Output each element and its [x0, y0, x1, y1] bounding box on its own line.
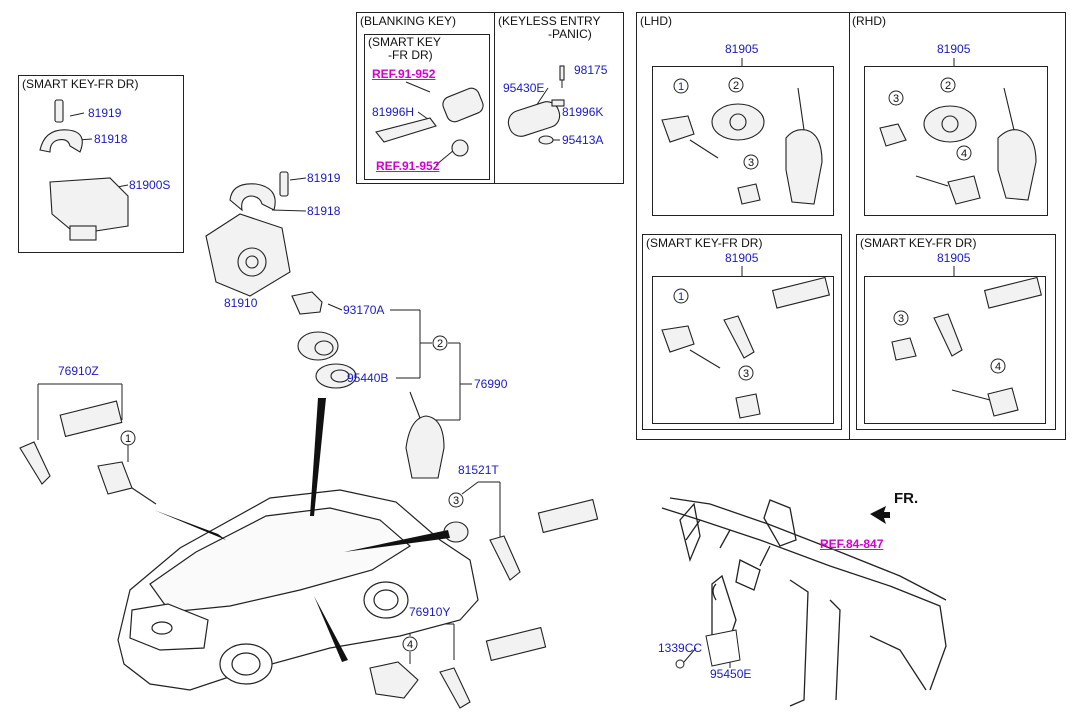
part-81919-label[interactable]: 81919	[88, 106, 122, 120]
blanking-key-heading: (BLANKING KEY)	[360, 14, 457, 28]
callout-1: 1	[125, 433, 131, 445]
lhd-parts-box	[652, 66, 834, 216]
fr-arrow-icon	[870, 506, 890, 524]
lhd-smart-key-parts-box	[652, 276, 834, 424]
callout-3: 3	[453, 495, 459, 507]
part-93170a-label[interactable]: 93170A	[343, 303, 385, 317]
callout-2-lhd: 2	[733, 80, 739, 92]
callout-1-lhd-sk: 1	[678, 291, 684, 303]
part-81521t-label[interactable]: 81521T	[458, 463, 499, 477]
callout-3-rhd-sk: 3	[898, 313, 904, 325]
part-81919-label-2[interactable]: 81919	[307, 171, 341, 185]
part-95430e-label[interactable]: 95430E	[503, 81, 545, 95]
rhd-parts-box	[864, 66, 1048, 216]
lhd-rhd-panel	[636, 12, 1066, 440]
callout-1-lhd: 1	[678, 81, 684, 93]
callout-4: 4	[407, 639, 413, 651]
part-81905-lhd-label[interactable]: 81905	[725, 42, 759, 56]
callout-2: 2	[437, 338, 443, 350]
part-95450e-label[interactable]: 95450E	[710, 667, 752, 681]
part-81910-label[interactable]: 81910	[224, 296, 258, 310]
smart-key-fr-dr-heading: (SMART KEY-FR DR)	[22, 77, 139, 91]
part-81918-label[interactable]: 81918	[94, 132, 128, 146]
keyless-entry-heading: (KEYLESS ENTRY -PANIC)	[498, 14, 601, 41]
part-81918-label-2[interactable]: 81918	[307, 204, 341, 218]
part-76910y-label[interactable]: 76910Y	[409, 605, 451, 619]
callout-4-rhd-sk: 4	[995, 361, 1001, 373]
part-81905-rhd-label[interactable]: 81905	[937, 42, 971, 56]
rhd-heading: (RHD)	[852, 14, 886, 28]
smart-key-fr-dr-panel	[18, 75, 184, 253]
blanking-keyless-panel	[356, 12, 624, 184]
part-76910z-label[interactable]: 76910Z	[58, 364, 99, 378]
keyless-divider	[494, 12, 495, 184]
part-81996h-label[interactable]: 81996H	[372, 105, 415, 119]
lhd-smart-key-heading: (SMART KEY-FR DR)	[646, 236, 763, 250]
callout-3-lhd-sk: 3	[743, 368, 749, 380]
ref-84-847-link[interactable]: REF.84-847	[820, 537, 884, 551]
part-98175-label[interactable]: 98175	[574, 63, 608, 77]
rhd-smart-key-heading: (SMART KEY-FR DR)	[860, 236, 977, 250]
front-direction-label: FR.	[894, 490, 919, 507]
part-81905-lhd-smart-key-label[interactable]: 81905	[725, 251, 759, 265]
part-95413a-label[interactable]: 95413A	[562, 133, 604, 147]
part-1339cc-label[interactable]: 1339CC	[658, 641, 703, 655]
ref-91-952-link-2[interactable]: REF.91-952	[376, 159, 440, 173]
callout-3-rhd: 3	[893, 93, 899, 105]
part-81996k-label[interactable]: 81996K	[562, 105, 604, 119]
callout-4-rhd: 4	[961, 148, 967, 160]
lhd-heading: (LHD)	[640, 14, 672, 28]
part-95440b-label[interactable]: 95440B	[347, 371, 389, 385]
callout-2-rhd: 2	[945, 80, 951, 92]
part-76990-label[interactable]: 76990	[474, 377, 508, 391]
part-81905-rhd-smart-key-label[interactable]: 81905	[937, 251, 971, 265]
blanking-smart-key-heading: (SMART KEY -FR DR)	[368, 35, 441, 62]
lhd-smart-key-panel	[642, 234, 842, 430]
part-81900s-label[interactable]: 81900S	[129, 178, 171, 192]
callout-3-lhd: 3	[748, 157, 754, 169]
rhd-smart-key-panel	[856, 234, 1056, 430]
rhd-smart-key-parts-box	[864, 276, 1046, 424]
blanking-inner-panel	[364, 34, 490, 180]
ref-91-952-link-1[interactable]: REF.91-952	[372, 67, 436, 81]
lhd-rhd-divider	[849, 12, 850, 440]
